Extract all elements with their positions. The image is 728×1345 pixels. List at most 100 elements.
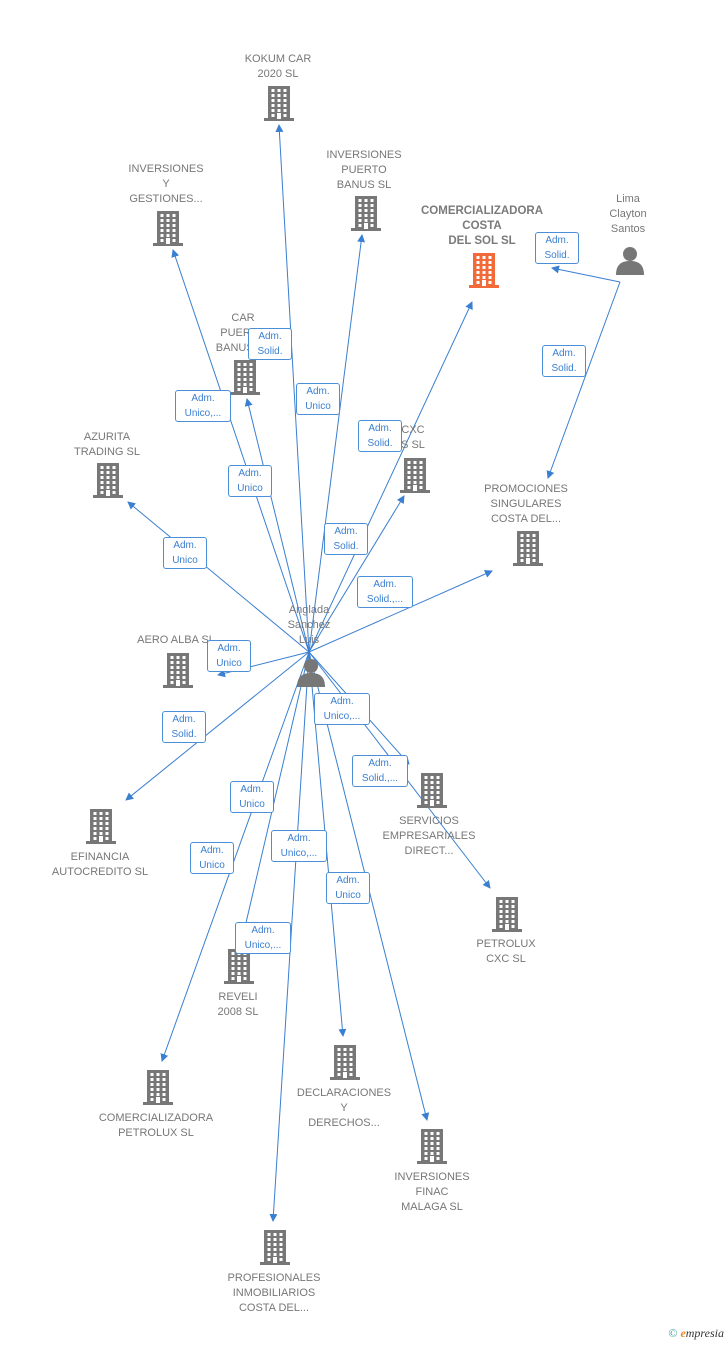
edge-label-carpuerto[interactable]: Adm.Unico [228, 465, 272, 497]
edge-label-reveli[interactable]: Adm. Unico [230, 781, 274, 813]
edge-label-lima-promo[interactable]: Adm.Solid. [542, 345, 586, 377]
edge-label-line: Adm. [545, 235, 569, 246]
node-label-line: INVERSIONES [394, 1171, 470, 1183]
edge-label-line: Adm. [191, 393, 215, 404]
edge-label-petrolux[interactable]: Adm.Solid.,... [352, 755, 408, 787]
edge-center-kokum [275, 124, 310, 653]
edge-label-line: Adm. [334, 526, 358, 537]
node-label-line: INVERSIONES [128, 163, 204, 175]
edge-center-cxc [308, 495, 405, 653]
node-label-line: DEL SOL SL [448, 235, 516, 247]
node-label-line: SINGULARES [490, 498, 562, 510]
node-label-line: PUERTO [341, 164, 387, 176]
node-label-line: 2008 SL [217, 1006, 259, 1018]
node-label-efinancia[interactable]: EFINANCIA AUTOCREDITO SL [52, 850, 148, 880]
edge-lima-promo [546, 281, 621, 479]
edge-center-promo [308, 570, 493, 653]
node-label-line: KOKUM CAR [244, 53, 312, 65]
node-label-line: MALAGA SL [401, 1201, 463, 1213]
node-label-line: CXC [401, 424, 425, 436]
building-icon-aero [163, 653, 193, 688]
node-label-petrolux[interactable]: PETROLUX CXC SL [476, 937, 535, 967]
edge-label-aero[interactable]: Adm.Unico [207, 640, 251, 672]
footer-brand[interactable]: © empresia [668, 1326, 724, 1341]
node-label-azurita[interactable]: AZURITA TRADING SL [74, 430, 140, 460]
edge-label-comerpetro[interactable]: Adm. Unico [190, 842, 234, 874]
edge-label-line: Solid. [171, 729, 197, 740]
node-label-line: Clayton [609, 208, 647, 220]
edge-center-comerpetro [160, 651, 310, 1062]
edge-label-promo[interactable]: Adm.Solid.,... [357, 576, 413, 608]
edge-center-efinancia [125, 651, 310, 801]
edge-center-azurita [127, 501, 310, 653]
edge-label-line: Adm. [240, 784, 264, 795]
node-label-line: CXC SL [486, 953, 526, 965]
node-label-cxc[interactable]: CXC S SL [401, 423, 425, 453]
node-label-line: AUTOCREDITO SL [51, 866, 149, 878]
node-label-line: COMERCIALIZADORA [420, 205, 544, 217]
edge-label-line: Unico,... [244, 940, 282, 951]
node-label-line: PETROLUX [476, 938, 536, 950]
edge-label-line: Unico [172, 555, 198, 566]
edge-label-invfinac[interactable]: Adm. Unico [326, 872, 370, 904]
edge-label-efinancia[interactable]: Adm. Solid. [162, 711, 206, 743]
edge-label-line: Adm. [306, 386, 330, 397]
building-icon-petrolux [492, 897, 522, 932]
node-label-line: S SL [401, 439, 425, 451]
edge-center-profes [269, 651, 310, 1222]
edge-label-cxc[interactable]: Adm.Solid. [324, 523, 368, 555]
edge-label-declar[interactable]: Adm.Unico,... [271, 830, 327, 862]
edge-center-reveli [239, 651, 310, 941]
edge-label-lima-comcosta[interactable]: Adm.Solid. [535, 232, 579, 264]
edge-label-line: Unico [305, 401, 331, 412]
building-icon-promo [513, 531, 543, 566]
node-label-line: PROFESIONALES [227, 1272, 321, 1284]
building-icon-declar [330, 1045, 360, 1080]
edge-label-line: Unico [239, 799, 265, 810]
node-label-line: FINAC [415, 1186, 449, 1198]
edge-label-line: Unico [199, 860, 225, 871]
edge-label-invpuerto[interactable]: Adm. Unico [296, 383, 340, 415]
edge-label-line: Solid.,... [361, 773, 399, 784]
node-label-invfinac[interactable]: INVERSIONES FINAC MALAGA SL [394, 1170, 469, 1215]
edge-label-line: Adm. [238, 468, 262, 479]
node-label-line: Santos [610, 223, 646, 235]
node-label-line: TRADING SL [73, 446, 141, 458]
brand-logo-e: e [680, 1326, 686, 1340]
edge-label-line: Unico [335, 890, 361, 901]
edge-label-kokum[interactable]: Adm.Solid. [248, 328, 292, 360]
edge-label-invgest[interactable]: Adm.Unico,... [175, 390, 231, 422]
node-label-line: AZURITA [83, 431, 131, 443]
building-icon-invpuerto [351, 196, 381, 231]
edge-label-line: Unico,... [280, 848, 318, 859]
node-label-line: INVERSIONES [326, 149, 402, 161]
node-label-line: COSTA DEL... [238, 1302, 310, 1314]
edge-label-line: Adm. [172, 714, 196, 725]
edge-label-line: Adm. [200, 845, 224, 856]
building-icon-invfinac [417, 1129, 447, 1164]
edge-label-profes[interactable]: Adm.Unico,... [235, 922, 291, 954]
building-icon-servicios [417, 773, 447, 808]
edge-label-azurita[interactable]: Adm.Unico [163, 537, 207, 569]
edge-label-line: Adm. [336, 875, 360, 886]
brand-logo-text: mpresia [685, 1326, 724, 1340]
edge-label-servicios[interactable]: Adm.Unico,... [314, 693, 370, 725]
node-label-aero[interactable]: AERO ALBA SL [137, 633, 215, 648]
edge-label-line: Unico [216, 658, 242, 669]
person-icon-lima [616, 247, 644, 275]
node-label-line: EFINANCIA [70, 851, 130, 863]
edge-label-comcosta[interactable]: Adm.Solid. [358, 420, 402, 452]
